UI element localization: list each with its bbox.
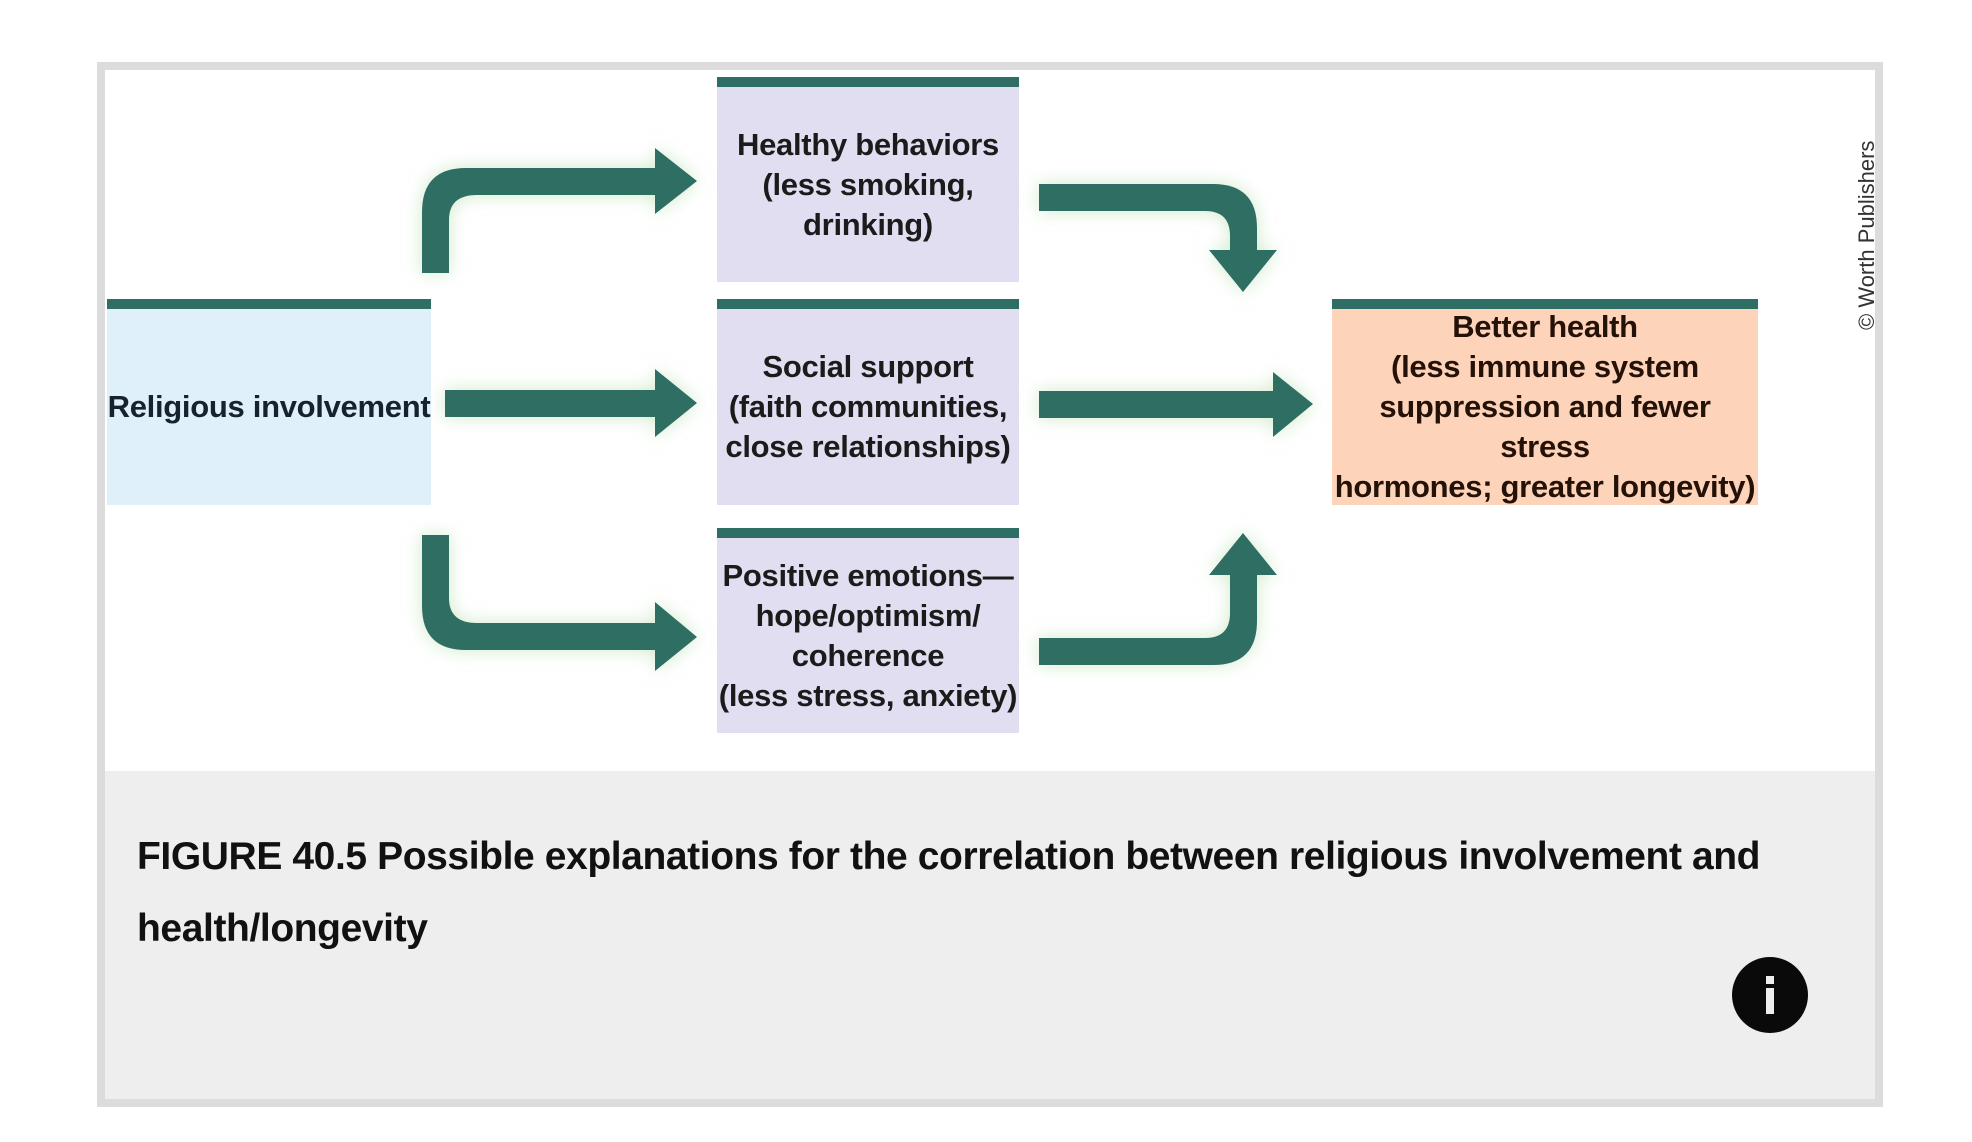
node-label: Healthy behaviors (less smoking, drinkin… — [737, 126, 999, 242]
node-healthy-behaviors: Healthy behaviors (less smoking, drinkin… — [717, 77, 1019, 282]
node-social-support: Social support (faith communities, close… — [717, 299, 1019, 505]
info-button[interactable] — [1732, 957, 1808, 1033]
node-label: Social support (faith communities, close… — [725, 349, 1011, 464]
node-label: Better health (less immune system suppre… — [1334, 309, 1756, 504]
copyright-notice: © Worth Publishers — [1854, 140, 1879, 330]
figure-diagram: Religious involvement Healthy behaviors … — [105, 70, 1879, 771]
node-better-health: Better health (less immune system suppre… — [1332, 299, 1758, 505]
node-religious-involvement: Religious involvement — [107, 299, 431, 505]
info-icon-stem — [1766, 988, 1774, 1014]
arrow-healthy-to-better — [1039, 184, 1277, 292]
node-positive-emotions: Positive emotions— hope/optimism/ cohere… — [717, 528, 1019, 733]
arrow-social-to-better — [1039, 372, 1313, 437]
arrow-religious-to-healthy — [422, 148, 697, 273]
arrow-religious-to-positive — [422, 535, 697, 671]
caption-panel: FIGURE 40.5 Possible explanations for th… — [105, 771, 1875, 1099]
arrow-religious-to-social — [445, 369, 697, 437]
node-label: Religious involvement — [107, 389, 431, 424]
info-icon-dot — [1766, 976, 1774, 984]
figure-caption: FIGURE 40.5 Possible explanations for th… — [137, 835, 1761, 950]
arrow-positive-to-better — [1039, 533, 1277, 665]
figure-card: Religious involvement Healthy behaviors … — [97, 62, 1883, 1107]
arrows-layer — [422, 148, 1313, 671]
node-label: Positive emotions— hope/optimism/ cohere… — [718, 557, 1018, 713]
